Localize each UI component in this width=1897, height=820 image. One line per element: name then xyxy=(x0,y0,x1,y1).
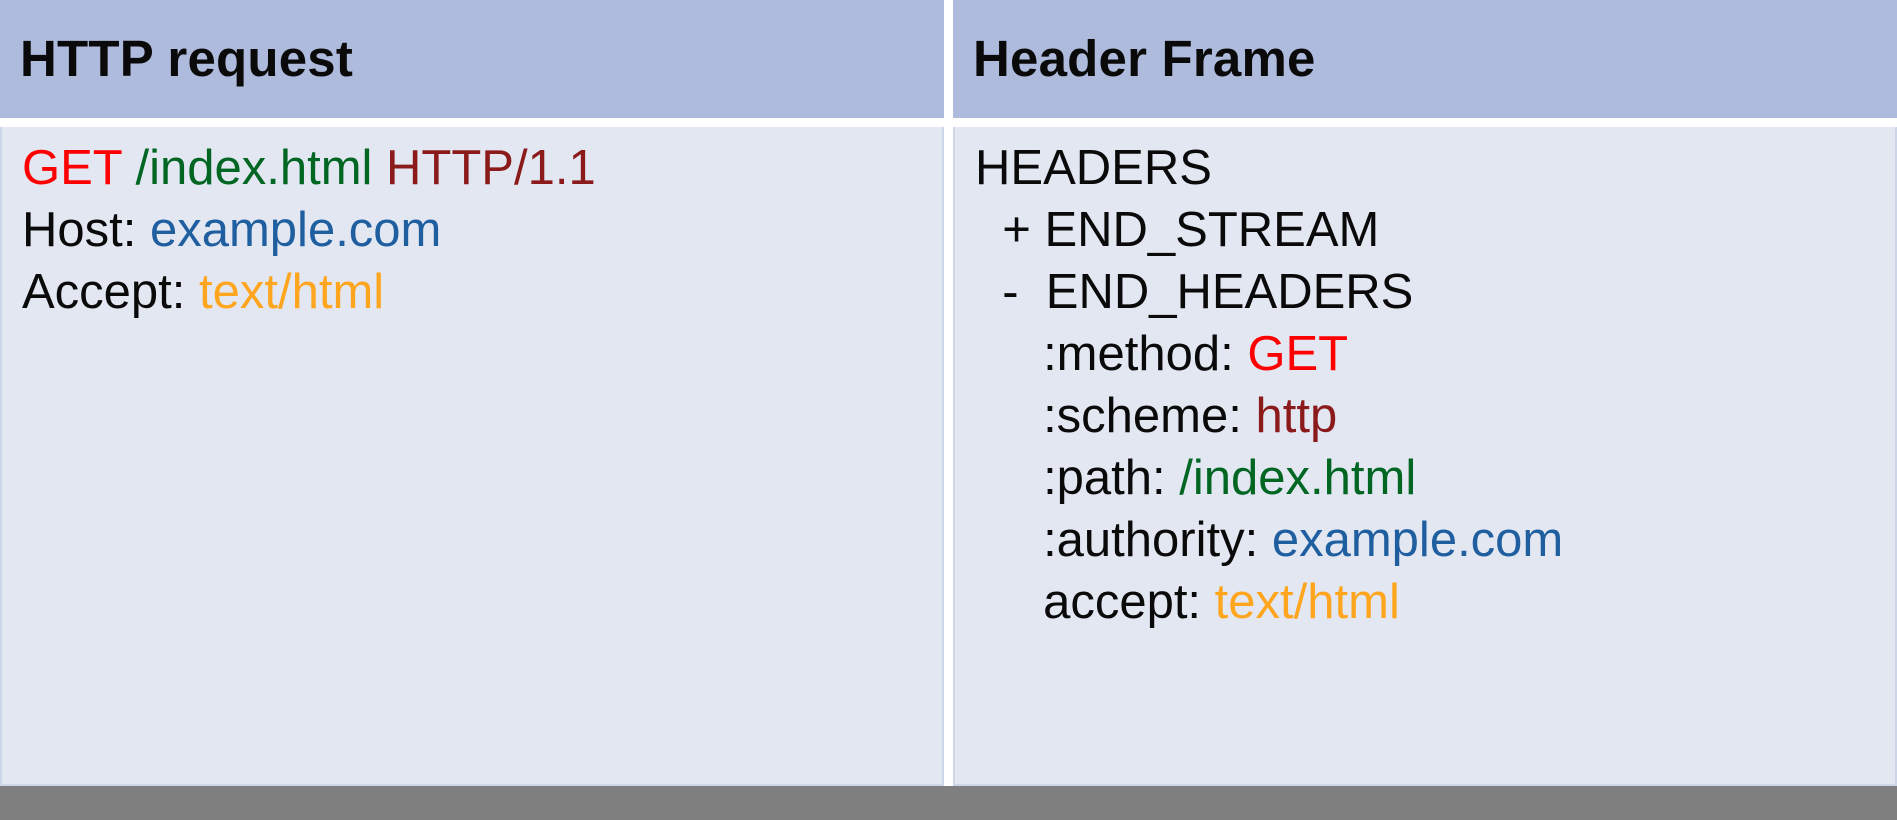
code-line-request-line: GET /index.html HTTP/1.1 xyxy=(22,137,942,199)
token-plain: :path: xyxy=(975,451,1180,505)
token-host: example.com xyxy=(1271,513,1564,567)
token-plain: :authority: xyxy=(975,513,1272,567)
column-header-header-frame: Header Frame xyxy=(953,0,1897,118)
token-path: /index.html xyxy=(1179,451,1417,505)
token-accept: text/html xyxy=(1214,575,1400,629)
token-plain xyxy=(372,141,386,195)
code-line-flag-end-headers: - END_HEADERS xyxy=(975,261,1895,323)
token-proto: http xyxy=(1255,389,1338,443)
token-plain: :scheme: xyxy=(975,389,1256,443)
cell-header-frame: HEADERS + END_STREAM - END_HEADERS :meth… xyxy=(953,127,1897,786)
token-plain: Host: xyxy=(22,203,150,257)
token-path: /index.html xyxy=(135,141,373,195)
column-header-http-request: HTTP request xyxy=(0,0,944,118)
code-line-pseudo-scheme: :scheme: http xyxy=(975,385,1895,447)
token-host: example.com xyxy=(149,203,442,257)
token-plain xyxy=(122,141,136,195)
token-plain: Accept: xyxy=(22,265,200,319)
token-plain: accept: xyxy=(975,575,1215,629)
column-header-label-http-request: HTTP request xyxy=(20,30,354,88)
token-plain: HEADERS xyxy=(975,141,1212,195)
code-line-accept-header: Accept: text/html xyxy=(22,261,942,323)
column-header-label-header-frame: Header Frame xyxy=(973,30,1316,88)
code-line-pseudo-method: :method: GET xyxy=(975,323,1895,385)
table-header-row: HTTP request Header Frame xyxy=(0,0,1897,118)
column-divider xyxy=(944,127,953,786)
token-plain: - END_HEADERS xyxy=(975,265,1414,319)
code-line-pseudo-path: :path: /index.html xyxy=(975,447,1895,509)
token-method: GET xyxy=(1247,327,1349,381)
header-body-divider xyxy=(0,118,1897,127)
code-line-frame-type: HEADERS xyxy=(975,137,1895,199)
comparison-table: HTTP request Header Frame GET /index.htm… xyxy=(0,0,1897,786)
column-divider xyxy=(944,0,953,118)
code-line-host-header: Host: example.com xyxy=(22,199,942,261)
code-line-flag-end-stream: + END_STREAM xyxy=(975,199,1895,261)
token-plain: + END_STREAM xyxy=(975,203,1380,257)
code-line-header-accept: accept: text/html xyxy=(975,571,1895,633)
token-method: GET xyxy=(22,141,122,195)
code-line-pseudo-authority: :authority: example.com xyxy=(975,509,1895,571)
token-proto: HTTP/1.1 xyxy=(386,141,596,195)
footer-band xyxy=(0,786,1897,820)
token-plain: :method: xyxy=(975,327,1248,381)
token-accept: text/html xyxy=(199,265,385,319)
